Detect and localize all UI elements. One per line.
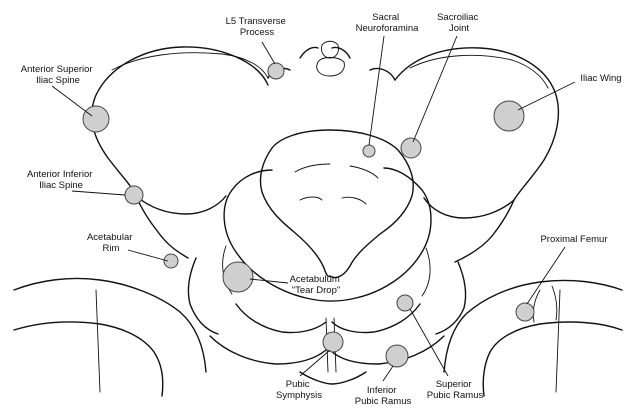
label-sacroiliac-joint: Sacroiliac Joint (437, 12, 481, 34)
label-l5-transverse-process: L5 Transverse Process (226, 16, 289, 38)
tear-drop-marker (222, 261, 254, 293)
supr-leader (409, 308, 449, 377)
sacroiliac-joint-marker (400, 137, 422, 159)
label-proximal-femur: Proximal Femur (540, 234, 607, 245)
acetabular-rim-marker (163, 253, 179, 269)
symph-leader (299, 349, 331, 377)
asis-marker (82, 105, 110, 133)
label-acetabulum-tear-drop: Acetabulum "Tear Drop" (290, 274, 343, 296)
pubic-symphysis-marker (322, 331, 344, 353)
label-acetabular-rim: Acetabular Rim (87, 232, 135, 254)
superior-pubic-ramus-marker (396, 294, 414, 312)
sij-leader (412, 35, 458, 143)
iliac-wing-marker (493, 100, 525, 132)
l5tp-leader (261, 41, 276, 65)
l5-transverse-process-marker (267, 62, 285, 80)
inferior-pubic-ramus-marker (385, 344, 409, 368)
teardrop-leader (249, 278, 289, 284)
rim-leader (127, 249, 169, 262)
label-anterior-superior-iliac-spine: Anterior Superior Iliac Spine (21, 64, 95, 86)
aiis-leader (71, 190, 126, 196)
label-sacral-neuroforamina: Sacral Neuroforamina (356, 12, 420, 34)
label-anterior-inferior-iliac-spine: Anterior Inferior Iliac Spine (27, 169, 95, 191)
label-iliac-wing: Iliac Wing (580, 73, 621, 84)
wing-leader (517, 81, 576, 111)
sacral-leader (368, 35, 385, 146)
pelvis-outline (13, 40, 623, 397)
label-inferior-pubic-ramus: Inferior Pubic Ramus (355, 385, 412, 407)
femur-leader (526, 246, 566, 305)
asis-leader (51, 85, 93, 117)
label-superior-pubic-ramus: Superior Pubic Ramus (427, 379, 484, 401)
infr-leader (382, 365, 394, 382)
leader-lines (51, 35, 576, 382)
aiis-marker (124, 185, 144, 205)
proximal-femur-marker (515, 302, 535, 322)
label-pubic-symphysis: Pubic Symphysis (276, 379, 322, 401)
sacral-neuroforamina-marker (362, 144, 376, 158)
